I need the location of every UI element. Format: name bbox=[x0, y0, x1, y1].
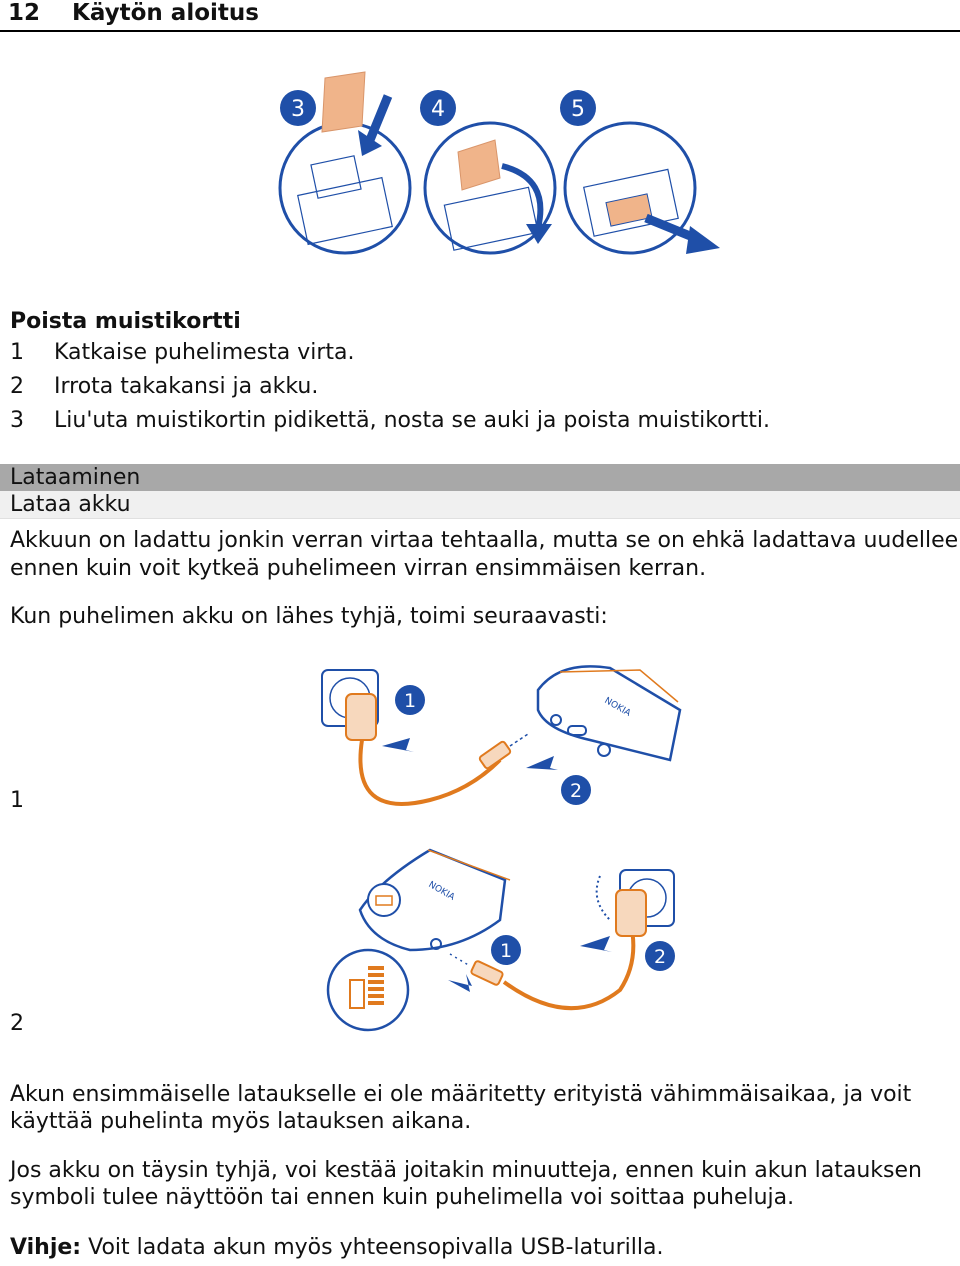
paragraph-line: Kun puhelimen akku on lähes tyhjä, toimi… bbox=[10, 604, 608, 629]
insert-arrow-icon bbox=[526, 756, 558, 770]
memory-card-step-5-circle bbox=[563, 121, 720, 255]
charger-cable bbox=[502, 919, 636, 1011]
list-item: 3 Liu'uta muistikortin pidikettä, nosta s… bbox=[10, 407, 770, 434]
insert-arrow-icon bbox=[382, 738, 414, 752]
charger-cable bbox=[358, 739, 502, 806]
step-badge: 1 bbox=[395, 685, 425, 715]
memory-card-step-3-circle bbox=[278, 71, 412, 255]
section-title: Lataaminen bbox=[10, 465, 141, 490]
page-number: 12 bbox=[8, 0, 41, 26]
svg-text:1: 1 bbox=[500, 940, 512, 962]
list-item: 1 Katkaise puhelimesta virta. bbox=[10, 339, 355, 366]
paragraph-line: ennen kuin voit kytkeä puhelimeen virran… bbox=[10, 556, 707, 581]
battery-full-icon bbox=[326, 948, 410, 1032]
charger-connect-illustration: NOKIA 1 2 bbox=[321, 665, 682, 806]
list-item-number: 3 bbox=[10, 408, 24, 433]
paragraph-line: Akun ensimmäiselle lataukselle ei ole mä… bbox=[10, 1082, 912, 1107]
svg-text:4: 4 bbox=[431, 97, 445, 122]
svg-text:2: 2 bbox=[570, 780, 582, 802]
step-badge: 4 bbox=[420, 90, 456, 126]
remove-card-title: Poista muistikortti bbox=[10, 309, 241, 334]
step-badge: 2 bbox=[561, 775, 591, 805]
svg-text:5: 5 bbox=[571, 97, 585, 122]
charger-plug-icon bbox=[345, 693, 377, 741]
charger-disconnect-illustration: NOKIA 1 2 bbox=[326, 848, 675, 1032]
paragraph-line: symboli tulee näyttöön tai ennen kuin pu… bbox=[10, 1185, 795, 1210]
cable-connector-icon bbox=[478, 740, 512, 770]
tip-paragraph: Vihje: Voit ladata akun myös yhteensopiv… bbox=[10, 1234, 664, 1261]
step-badge: 5 bbox=[560, 90, 596, 126]
page-header: 12 Käytön aloitus bbox=[0, 0, 960, 32]
list-item-text: Katkaise puhelimesta virta. bbox=[54, 340, 355, 365]
subsection-heading-band bbox=[0, 491, 960, 519]
remove-arrow-icon bbox=[448, 974, 472, 992]
chapter-title: Käytön aloitus bbox=[72, 0, 259, 26]
svg-text:1: 1 bbox=[404, 690, 416, 712]
list-item-number: 2 bbox=[10, 374, 24, 399]
paragraph-line: Jos akku on täysin tyhjä, voi kestää joi… bbox=[10, 1158, 922, 1183]
step-badge: 3 bbox=[280, 90, 316, 126]
step-badge: 1 bbox=[491, 935, 521, 965]
cable-connector-icon bbox=[470, 960, 504, 986]
section-heading-band bbox=[0, 464, 960, 491]
paragraph-line: Akkuun on ladattu jonkin verran virtaa t… bbox=[10, 528, 960, 553]
phone-bottom-icon: NOKIA bbox=[358, 848, 511, 952]
list-item-text: Liu'uta muistikortin pidikettä, nosta se… bbox=[54, 408, 771, 433]
step-badge: 2 bbox=[645, 941, 675, 971]
paragraph-line: käyttää puhelinta myös latauksen aikana. bbox=[10, 1109, 472, 1134]
memory-card-step-4-circle bbox=[423, 121, 557, 255]
phone-bottom-icon: NOKIA bbox=[536, 665, 682, 762]
list-item: 2 Irrota takakansi ja akku. bbox=[10, 373, 318, 400]
subsection-title: Lataa akku bbox=[10, 492, 131, 517]
charging-step-number: 1 bbox=[10, 788, 24, 813]
remove-arrow-icon bbox=[580, 936, 612, 952]
tip-text: Voit ladata akun myös yhteensopivalla US… bbox=[81, 1235, 664, 1260]
svg-text:2: 2 bbox=[654, 946, 666, 968]
list-item-number: 1 bbox=[10, 340, 24, 365]
charging-step-number: 2 bbox=[10, 1011, 24, 1036]
memory-card-illustration: 3 4 5 bbox=[278, 71, 720, 255]
tip-label: Vihje: bbox=[10, 1235, 82, 1260]
svg-text:3: 3 bbox=[291, 97, 305, 122]
list-item-text: Irrota takakansi ja akku. bbox=[54, 374, 319, 399]
charger-plug-icon bbox=[615, 889, 647, 937]
